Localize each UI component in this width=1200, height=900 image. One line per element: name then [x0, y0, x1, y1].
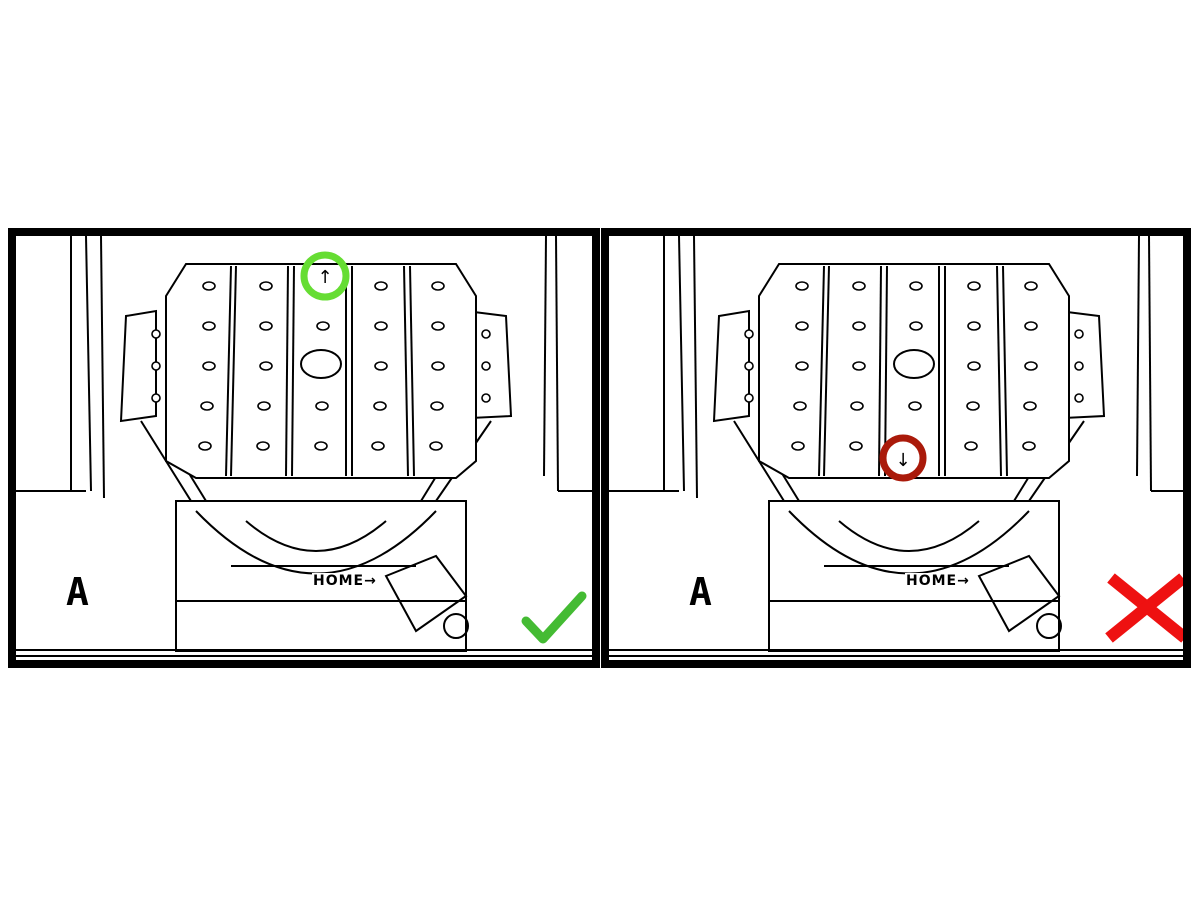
diagram-panel-correct: ↑ A HOME→	[8, 228, 600, 668]
view-label: A	[66, 570, 89, 614]
cross-icon	[1105, 573, 1183, 643]
home-label: HOME→	[312, 573, 378, 589]
rotary-table-drawing: ↑	[16, 236, 592, 657]
rotary-table-drawing: ↓	[609, 236, 1183, 657]
orientation-marker-highlight	[300, 251, 350, 301]
diagram-panel-incorrect: ↓ A HOME→	[601, 228, 1191, 668]
orientation-arrow: ↓	[895, 450, 910, 471]
orientation-arrow: ↑	[317, 267, 332, 288]
orientation-marker-highlight	[879, 434, 927, 482]
home-label: HOME→	[905, 573, 971, 589]
view-label: A	[689, 570, 712, 614]
check-icon	[521, 591, 587, 644]
